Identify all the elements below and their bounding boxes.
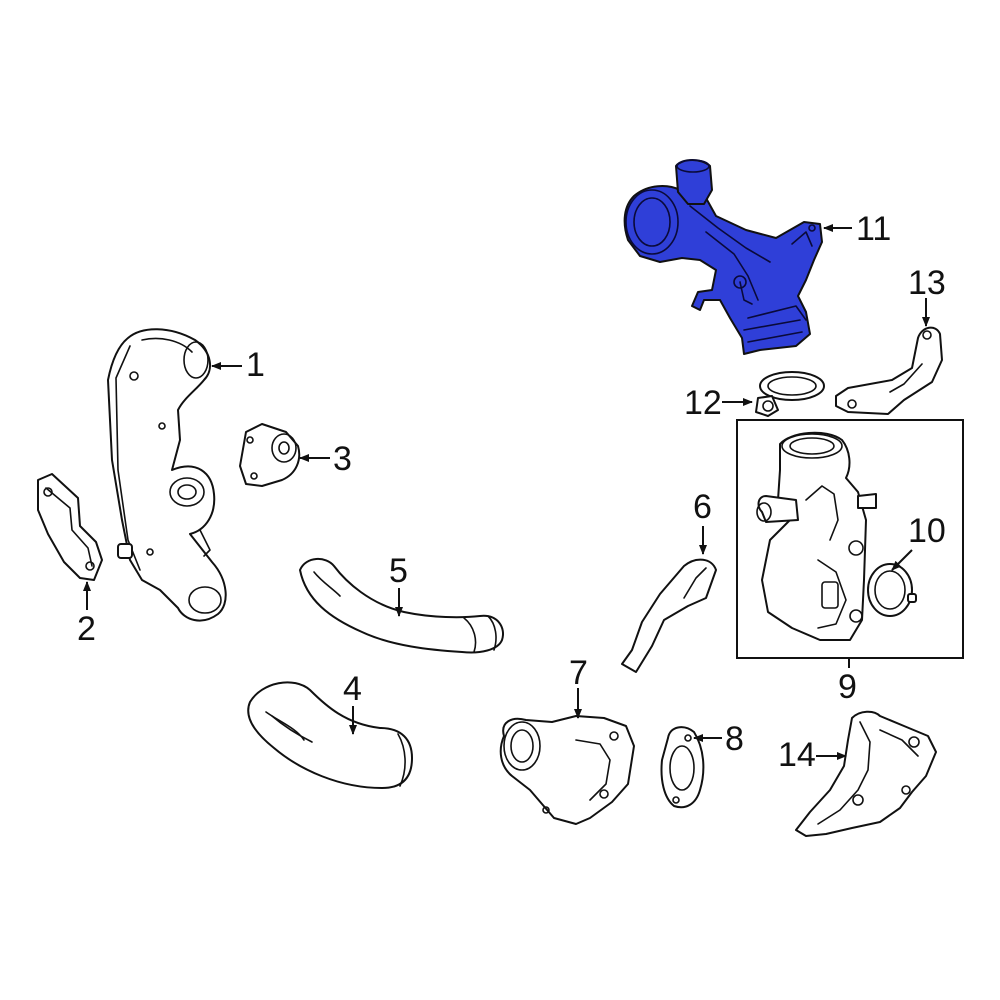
callout-14: 14: [778, 736, 816, 774]
part-10-o-ring[interactable]: [867, 563, 917, 617]
part-13-bracket[interactable]: [835, 326, 943, 415]
part-7-housing[interactable]: [499, 715, 635, 825]
part-12-clamp[interactable]: [755, 371, 825, 417]
part-5-hose[interactable]: [299, 558, 504, 654]
part-4-hose[interactable]: [247, 681, 413, 789]
callout-10: 10: [908, 512, 946, 550]
part-1-outlet-pipe[interactable]: [107, 328, 227, 622]
part-14-heat-shield[interactable]: [795, 710, 937, 837]
callout-8: 8: [725, 720, 744, 758]
callout-11: 11: [856, 210, 891, 248]
callout-3: 3: [333, 440, 352, 478]
callout-2: 2: [77, 610, 96, 648]
callout-9: 9: [838, 668, 857, 706]
callout-12: 12: [684, 384, 722, 422]
part-8-gasket[interactable]: [660, 726, 705, 809]
part-11-inlet-pipe[interactable]: [623, 159, 823, 355]
part-6-pipe[interactable]: [621, 558, 717, 673]
part-2-bracket[interactable]: [37, 473, 103, 581]
callout-7: 7: [569, 654, 588, 692]
callout-4: 4: [343, 670, 362, 708]
callout-6: 6: [693, 488, 712, 526]
part-3-cap[interactable]: [239, 423, 301, 487]
callout-1: 1: [246, 346, 265, 384]
leader-lines: [83, 224, 930, 760]
callout-13: 13: [908, 264, 946, 302]
part-11-top-port: [675, 159, 713, 205]
part-9-housing-assembly[interactable]: [756, 431, 877, 641]
callout-5: 5: [389, 552, 408, 590]
part-11-body: [623, 185, 823, 355]
